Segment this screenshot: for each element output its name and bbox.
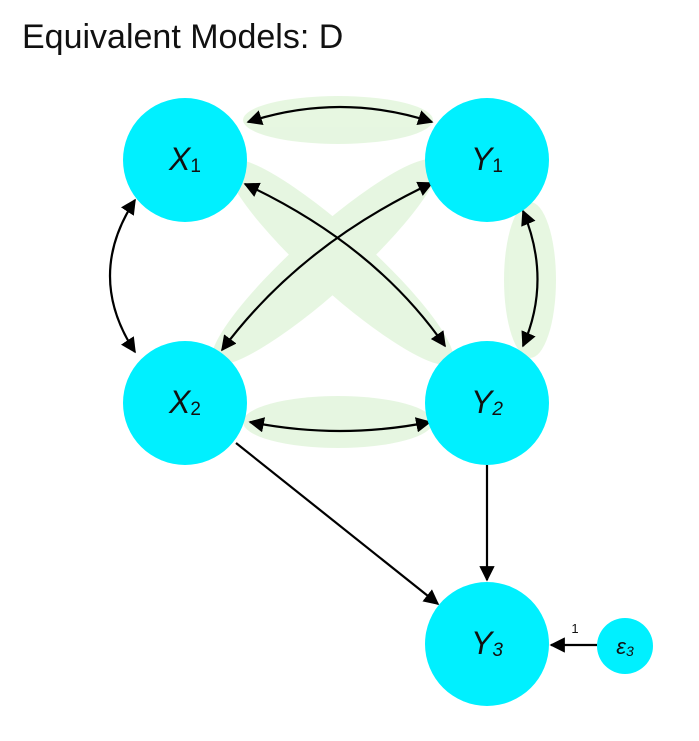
highlight-y1-y2	[504, 202, 556, 358]
node-e3-sub: 3	[626, 643, 634, 659]
node-y2: Y2	[425, 341, 549, 465]
node-x1-letter: X	[168, 141, 192, 177]
edge-x1-x2	[108, 198, 136, 354]
node-y3-letter: Y	[471, 625, 495, 661]
svg-text:X1: X1	[168, 141, 201, 177]
svg-text:X2: X2	[168, 384, 201, 420]
svg-text:Y3: Y3	[471, 625, 503, 661]
node-y1-sub: 1	[492, 156, 503, 177]
svg-text:Y1: Y1	[471, 141, 503, 177]
node-y1: Y1	[425, 98, 549, 222]
highlight-x2-y2	[243, 396, 433, 448]
node-x2-letter: X	[168, 384, 192, 420]
node-x2-sub: 2	[190, 399, 201, 420]
edge-x2-y2	[248, 417, 432, 433]
node-e3-letter: ε	[616, 634, 626, 659]
node-y3: Y3	[425, 582, 549, 706]
diagram-title: Equivalent Models: D	[22, 18, 344, 56]
node-e3: ε3	[597, 618, 653, 674]
edge-e3-y3-label: 1	[571, 621, 578, 636]
node-x2: X2	[123, 341, 247, 465]
node-y1-letter: Y	[471, 141, 495, 177]
highlight-x1-y1	[243, 96, 433, 144]
node-y2-letter: Y	[471, 384, 495, 420]
edge-y1-y2	[521, 209, 539, 348]
edge-x1-y1	[246, 105, 434, 126]
edge-x2-y3	[235, 442, 440, 605]
node-y3-sub: 3	[492, 640, 503, 661]
svg-text:Y2: Y2	[471, 384, 503, 420]
node-x1-sub: 1	[190, 156, 201, 177]
node-x1: X1	[123, 98, 247, 222]
node-y2-sub: 2	[491, 399, 503, 420]
edge-y1-x2	[221, 181, 434, 352]
svg-text:ε3: ε3	[616, 634, 634, 659]
